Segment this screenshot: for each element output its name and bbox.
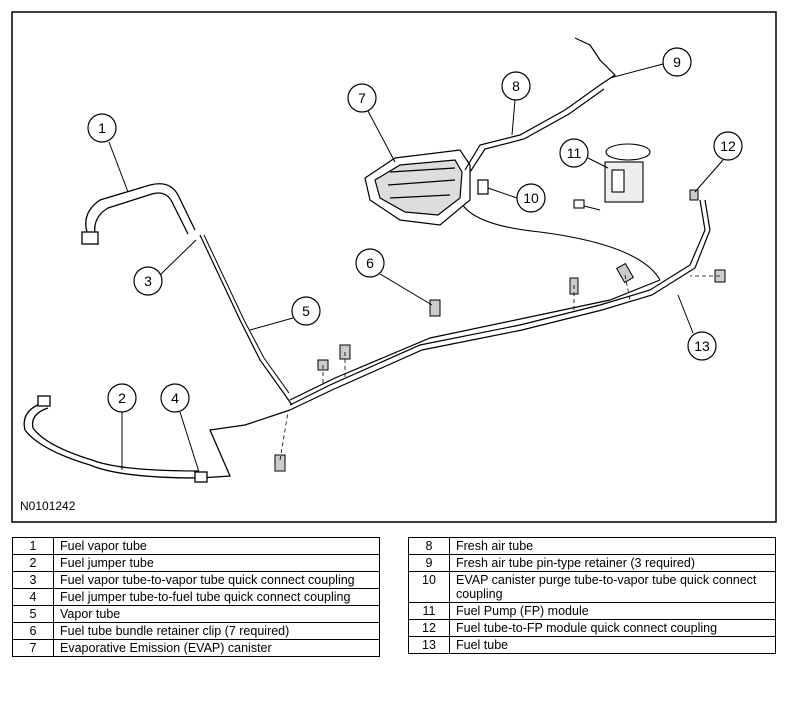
callout-number: 7 <box>358 90 366 106</box>
legend-description: Fuel tube <box>449 636 776 654</box>
legend-description: Fuel Pump (FP) module <box>449 602 776 620</box>
callout-8: 8 <box>501 71 531 136</box>
vapor-tube-outline <box>203 234 290 394</box>
legend-description: Fuel jumper tube <box>53 554 380 572</box>
callout-12: 12 <box>694 131 743 193</box>
evap-canister <box>364 149 489 226</box>
legend-number: 9 <box>408 554 450 572</box>
callout-number: 9 <box>673 54 681 70</box>
callout-10: 10 <box>487 183 546 213</box>
callout-4: 4 <box>160 383 200 473</box>
legend-number: 10 <box>408 571 450 603</box>
legend-number: 13 <box>408 636 450 654</box>
callout-number: 12 <box>720 138 736 154</box>
callout-number: 5 <box>302 303 310 319</box>
legend-number: 12 <box>408 619 450 637</box>
legend-description: Fuel tube bundle retainer clip (7 requir… <box>53 622 380 640</box>
callout-5: 5 <box>249 296 321 331</box>
callout-number: 2 <box>118 390 126 406</box>
callout-3: 3 <box>133 239 197 296</box>
legend-description: Fuel jumper tube-to-fuel tube quick conn… <box>53 588 380 606</box>
legend-number: 7 <box>12 639 54 657</box>
callout-13: 13 <box>677 294 717 361</box>
callout-2: 2 <box>107 383 137 470</box>
callout-9: 9 <box>609 47 692 79</box>
diagram-frame <box>11 11 777 523</box>
legend-description: Evaporative Emission (EVAP) canister <box>53 639 380 657</box>
legend-number: 1 <box>12 537 54 555</box>
callout-number: 13 <box>694 338 710 354</box>
retainer-clips <box>274 189 726 472</box>
legend-description: Fuel tube-to-FP module quick connect cou… <box>449 619 776 637</box>
legend-description: Vapor tube <box>53 605 380 623</box>
clip-leader-lines <box>279 274 720 461</box>
purge-vapor-tube <box>459 199 661 281</box>
callout-number: 3 <box>144 273 152 289</box>
legend-number: 5 <box>12 605 54 623</box>
legend-number: 4 <box>12 588 54 606</box>
callout-number: 4 <box>171 390 179 406</box>
callout-number: 6 <box>366 255 374 271</box>
legend-description: Fresh air tube <box>449 537 776 555</box>
callout-number: 8 <box>512 78 520 94</box>
legend-description: Fuel vapor tube-to-vapor tube quick conn… <box>53 571 380 589</box>
legend-description: EVAP canister purge tube-to-vapor tube q… <box>449 571 776 603</box>
callout-7: 7 <box>347 83 396 163</box>
legend-number: 11 <box>408 602 450 620</box>
fuel-pump-module <box>573 143 651 211</box>
callout-number: 1 <box>98 120 106 136</box>
callout-6: 6 <box>355 248 433 306</box>
figure-id: N0101242 <box>20 499 76 513</box>
legend-description: Fresh air tube pin-type retainer (3 requ… <box>449 554 776 572</box>
legend-number: 2 <box>12 554 54 572</box>
callout-1: 1 <box>87 113 129 193</box>
fuel-vapor-tube <box>81 183 196 246</box>
fuel-system-diagram: 1 2 3 4 5 6 7 8 9 10 <box>11 11 777 523</box>
vapor-tube <box>199 234 293 406</box>
legend-number: 6 <box>12 622 54 640</box>
callout-11: 11 <box>559 138 609 169</box>
fuel-jumper-tube <box>23 395 291 483</box>
legend-number: 3 <box>12 571 54 589</box>
fresh-air-tube <box>464 37 616 173</box>
callout-number: 11 <box>567 145 582 161</box>
callout-number: 10 <box>523 190 539 206</box>
fuel-tube-bundle <box>289 199 711 411</box>
legend-number: 8 <box>408 537 450 555</box>
legend-description: Fuel vapor tube <box>53 537 380 555</box>
